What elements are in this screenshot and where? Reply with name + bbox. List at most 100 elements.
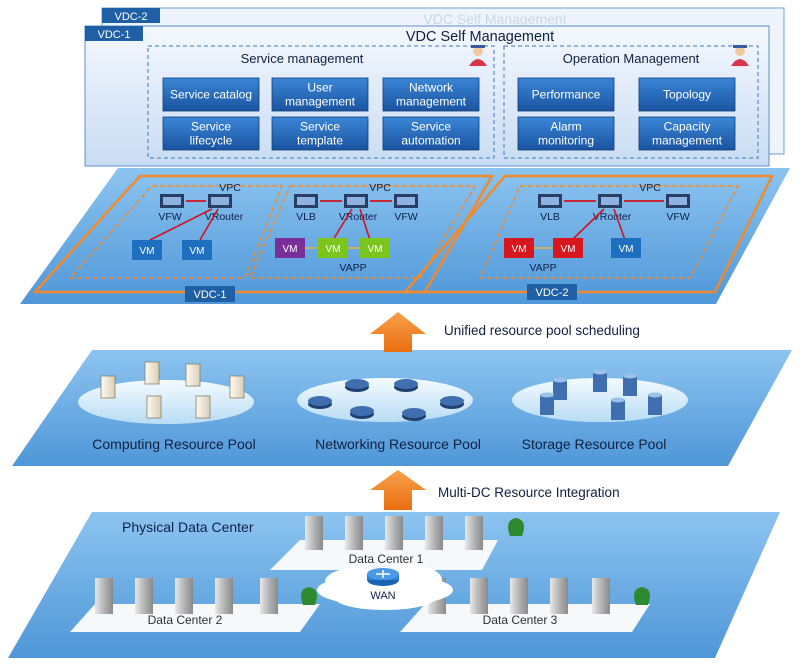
service-button-label: template bbox=[297, 134, 343, 148]
operation-management-group bbox=[503, 45, 759, 159]
vdc1-management-title: VDC Self Management bbox=[406, 29, 554, 45]
svg-text:VM: VM bbox=[619, 244, 634, 255]
server-icons bbox=[100, 361, 245, 419]
storage-disk-icons bbox=[540, 369, 662, 420]
vdc1-management-tab-label: VDC-1 bbox=[97, 29, 130, 41]
router-icon bbox=[208, 194, 232, 208]
operation-button-label: Capacity bbox=[664, 120, 711, 134]
service-button[interactable]: Service catalog bbox=[162, 77, 260, 112]
firewall-icon bbox=[394, 194, 418, 208]
operation-button-label: monitoring bbox=[538, 134, 594, 148]
vdc2-management-tab-label: VDC-2 bbox=[114, 11, 147, 23]
vpc-links bbox=[149, 200, 219, 241]
service-button-label: automation bbox=[401, 134, 460, 148]
vm-node: VM bbox=[182, 240, 212, 260]
dc2-platform bbox=[70, 604, 320, 632]
operation-button[interactable]: Performance bbox=[517, 77, 615, 112]
vdc2-boundary bbox=[402, 174, 775, 294]
service-button-label: User bbox=[307, 81, 332, 95]
multi-dc-arrow bbox=[370, 470, 426, 510]
wan-label: WAN bbox=[370, 590, 395, 602]
vapp-label: VAPP bbox=[339, 262, 366, 274]
computing-pool-label: Computing Resource Pool bbox=[92, 436, 255, 452]
vdc1-vpc-right bbox=[248, 185, 477, 279]
vfw-label: VFW bbox=[394, 211, 417, 223]
service-button-label: management bbox=[285, 95, 356, 109]
svg-text:VM: VM bbox=[190, 246, 205, 257]
svg-text:VM: VM bbox=[283, 244, 298, 255]
vpc-label: VPC bbox=[639, 182, 661, 194]
scheduling-label: Unified resource pool scheduling bbox=[444, 323, 640, 338]
vlb-label: VLB bbox=[540, 211, 560, 223]
vm-node: VM bbox=[132, 240, 162, 260]
vdc2-management-tab bbox=[102, 8, 160, 23]
service-button-label: Service bbox=[411, 120, 451, 134]
vm-node: VM bbox=[275, 238, 305, 258]
service-button-label: Service bbox=[191, 120, 231, 134]
operation-button-label: Alarm bbox=[550, 120, 581, 134]
firewall-icon bbox=[160, 194, 184, 208]
dc2-racks bbox=[95, 578, 317, 614]
vpc-label: VPC bbox=[369, 182, 391, 194]
service-button-label: lifecycle bbox=[190, 134, 233, 148]
dc1-label: Data Center 1 bbox=[349, 552, 424, 566]
load-balancer-icon bbox=[538, 194, 562, 208]
svg-text:VM: VM bbox=[561, 244, 576, 255]
storage-pool-label: Storage Resource Pool bbox=[522, 436, 667, 452]
network-switch-icons bbox=[308, 379, 464, 421]
dc2-label: Data Center 2 bbox=[148, 613, 223, 627]
vdc2-vpc bbox=[478, 185, 740, 279]
router-icon bbox=[598, 194, 622, 208]
vdc-layer: VDC-1 VDC-2 VPC VFW VRouter VM VM VP bbox=[20, 168, 790, 304]
operation-button-label: management bbox=[652, 134, 723, 148]
scheduling-arrow bbox=[370, 312, 426, 352]
service-management-title: Service management bbox=[241, 51, 364, 66]
router-icon bbox=[344, 194, 368, 208]
vdc1-tag bbox=[185, 286, 235, 302]
vdc2-tag bbox=[527, 284, 577, 300]
multi-dc-label: Multi-DC Resource Integration bbox=[438, 485, 620, 500]
dc3-label: Data Center 3 bbox=[483, 613, 558, 627]
vapp-label: VAPP bbox=[529, 262, 556, 274]
vdc-self-management: VDC-2 VDC Self Management VDC-1 VDC Self… bbox=[84, 7, 785, 167]
vdc-layer-plane bbox=[20, 168, 790, 304]
vfw-label: VFW bbox=[158, 211, 181, 223]
vm-node: VM bbox=[318, 238, 348, 258]
admin-user-icon bbox=[469, 45, 487, 66]
vfw-label: VFW bbox=[666, 211, 689, 223]
load-balancer-icon bbox=[294, 194, 318, 208]
service-button-label: management bbox=[396, 95, 467, 109]
svg-text:VM: VM bbox=[326, 244, 341, 255]
operation-button-label: Topology bbox=[663, 88, 711, 102]
resource-pool-layer: Computing Resource Pool Networking Resou… bbox=[12, 350, 792, 466]
router-icon bbox=[367, 568, 399, 586]
firewall-icon bbox=[666, 194, 690, 208]
svg-text:VM: VM bbox=[512, 244, 527, 255]
vdc1-tag-label: VDC-1 bbox=[193, 289, 226, 301]
vpc-label: VPC bbox=[219, 182, 241, 194]
vm-node: VM bbox=[553, 238, 583, 258]
vm-node: VM bbox=[611, 238, 641, 258]
dc1-racks bbox=[305, 516, 524, 550]
svg-text:VM: VM bbox=[368, 244, 383, 255]
vdc2-management-title: VDC Self Management bbox=[423, 11, 566, 27]
physical-layer-title: Physical Data Center bbox=[122, 519, 254, 535]
physical-layer: Physical Data Center Data Center 1 Data … bbox=[8, 512, 780, 658]
service-button-label: Service bbox=[300, 120, 340, 134]
operation-button[interactable]: Topology bbox=[638, 77, 736, 112]
admin-user-icon bbox=[731, 45, 749, 66]
service-management-group bbox=[147, 45, 495, 159]
networking-pool-label: Networking Resource Pool bbox=[315, 436, 481, 452]
dc3-platform bbox=[400, 604, 650, 632]
vm-node: VM bbox=[360, 238, 390, 258]
